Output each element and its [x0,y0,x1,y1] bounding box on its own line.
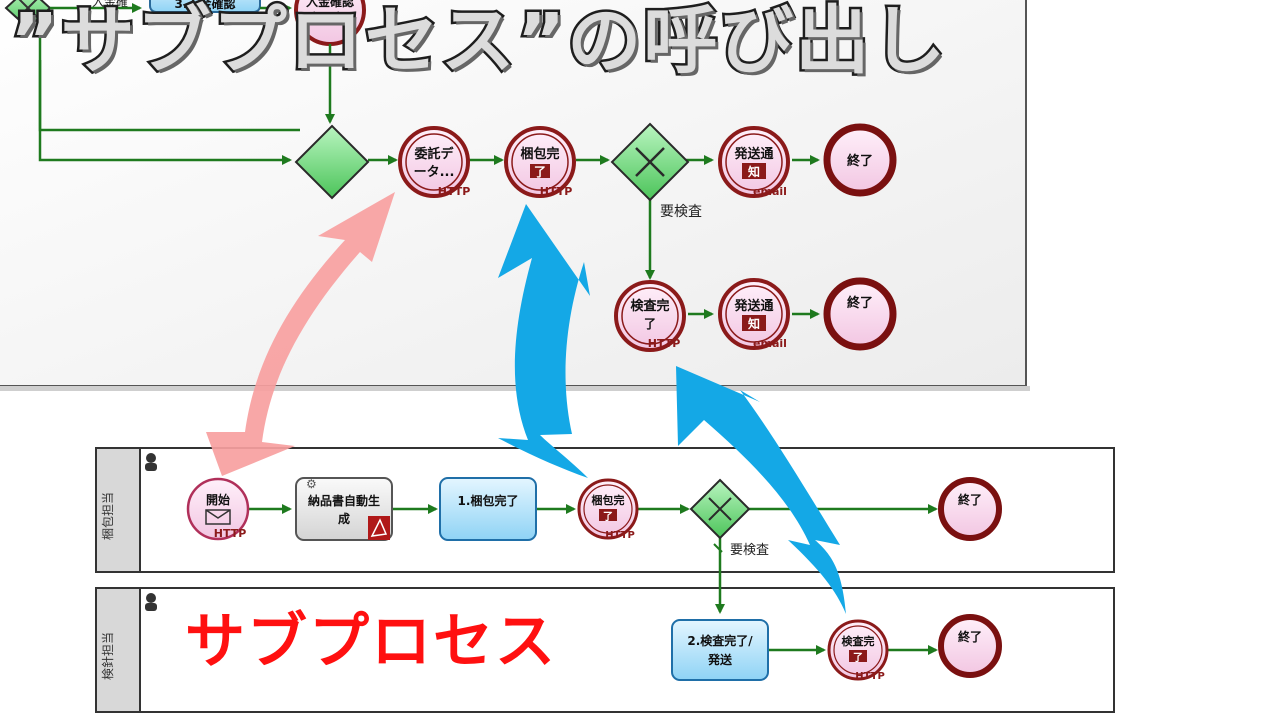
notify2-email-label: email [753,337,787,350]
message-icon [849,650,867,662]
start-http-label: HTTP [214,527,247,540]
task-inspection-ship[interactable]: 2.検査完了/ 発送 [671,619,769,681]
envelope-icon [742,315,766,331]
event-pack-complete[interactable]: 梱包完 了 HTTP [504,126,576,198]
lane-pack-label-1: 梱包完 [592,493,625,507]
notify2-label-1: 発送通 [733,298,773,314]
lane-inspection-gateway[interactable] [689,478,751,540]
commission-label-2: ータ... [414,165,455,180]
end-event-2[interactable]: 終了 [823,277,897,351]
lane-inspection-required-label: 要検査 [730,543,769,558]
inspect-task-label-1: 2.検査完了/ [687,633,753,648]
notify2-label-2: 知 [747,316,760,331]
blue-return-arrow-pack [498,204,590,478]
event-commission-data[interactable]: 委託デ ータ... HTTP [398,126,471,198]
gear-icon: ⚙ [306,477,317,491]
inspection-gateway[interactable] [610,122,690,202]
inspect-done-label-2: 了 [644,317,656,331]
inspect-done-http-label: HTTP [648,337,681,350]
lane-pack-label-2: 了 [603,511,613,523]
event-pack-complete-lane[interactable]: 梱包完 了 HTTP [577,478,639,541]
lane-inspect-http-label: HTTP [855,671,885,682]
event-shipping-notice-1[interactable]: 発送通 知 email [718,126,790,198]
lane-inspect-label-1: 検査完 [842,634,875,648]
partial-event-label: 入金確認 [306,0,354,9]
lane-end1-label: 終了 [958,492,982,507]
end1-label: 終了 [847,153,873,169]
invoice-label-2: 成 [338,511,350,526]
inspection-required-label: 要検査 [660,204,702,220]
invoice-label-1: 納品書自動生 [308,493,380,508]
end-event-1[interactable]: 終了 [823,123,897,197]
lane-end2-label: 終了 [958,629,982,644]
blue-return-arrow-inspect [676,366,846,614]
merge-gateway[interactable] [294,124,370,200]
lane-packing-name: 梱包担当 [101,492,115,540]
notify1-label-2: 知 [747,164,760,179]
pack-label-2: 了 [534,165,546,179]
envelope-icon [742,163,766,179]
event-inspection-complete[interactable]: 検査完 了 HTTP [614,280,686,352]
event-shipping-notice-2[interactable]: 発送通 知 email [718,278,790,350]
message-icon [599,509,617,521]
person-icon [146,453,156,463]
partial-task-label: 3.入金確認 [175,0,236,11]
person-icon-body [145,603,157,611]
lane-inspection-name: 検針担当 [100,632,115,680]
inspect-done-label-1: 検査完 [630,298,669,314]
lane-pack-http-label: HTTP [605,530,635,541]
inspect-task-label-2: 発送 [707,652,733,667]
pack-http-label: HTTP [540,185,573,198]
start-event-http[interactable]: 開始 HTTP [186,477,250,541]
commission-http-label: HTTP [438,185,471,198]
event-inspection-complete-lane[interactable]: 検査完 了 HTTP [827,619,889,682]
partial-event-label-2: 認通知 [312,10,348,25]
pink-call-arrow [206,192,395,476]
pack-task-label: 1.梱包完了 [458,493,519,508]
lane-inspect-label-2: 了 [853,652,863,664]
task-pack-complete[interactable]: 1.梱包完了 [439,477,537,541]
message-icon [530,164,550,178]
notify1-label-1: 発送通 [733,146,773,162]
task-invoice-generation[interactable]: ⚙ 納品書自動生 成 [295,477,393,541]
lane-end-event-2[interactable]: 終了 [938,614,1002,678]
subprocess-label: サブプロセス [185,607,557,677]
partial-flow-label: 入金確 [92,0,128,9]
start-label: 開始 [206,492,230,507]
end2-label: 終了 [847,295,873,311]
lane-end-event-1[interactable]: 終了 [938,477,1002,541]
notify1-email-label: email [753,185,787,198]
partial-task-payment[interactable]: 3.入金確認 [149,0,261,13]
person-icon-body [145,463,157,471]
person-icon [146,593,156,603]
partial-top-gateway[interactable] [4,0,52,30]
commission-label-1: 委託デ [413,146,454,162]
pack-label-1: 梱包完 [520,146,559,162]
envelope-icon [205,509,231,525]
page-title: ”サブプロセス”の呼び出し [7,0,948,84]
